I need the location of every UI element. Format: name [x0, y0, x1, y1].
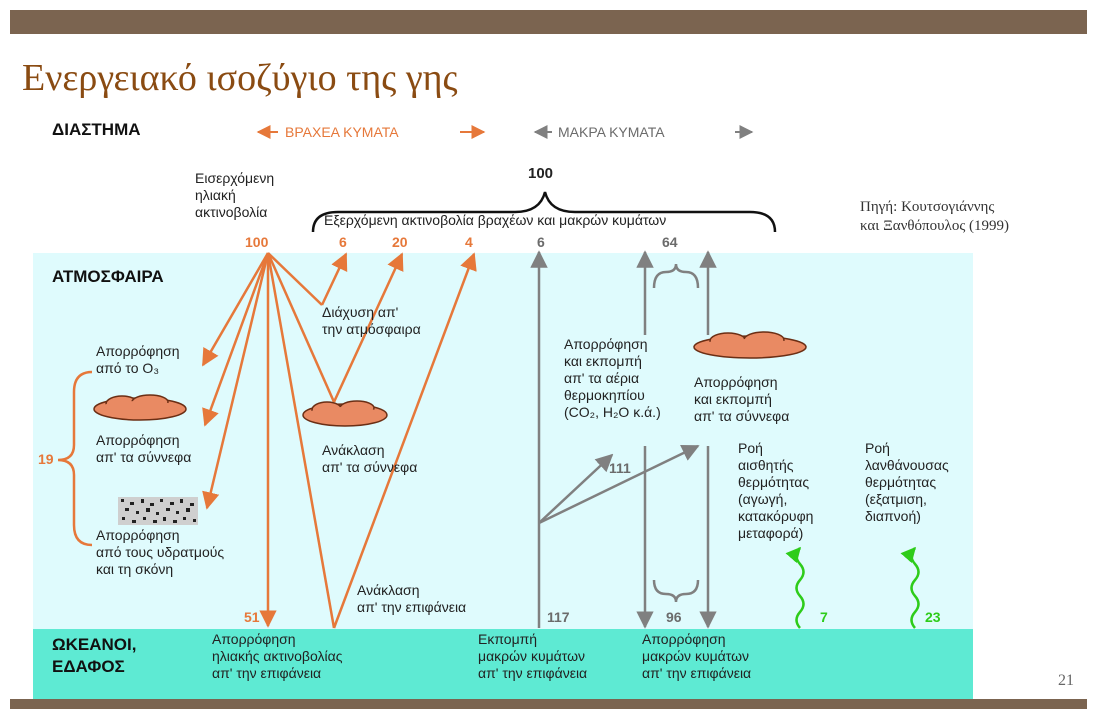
abs-long-surface-label: Απορρόφηση μακρών κυμάτων απ' την επιφάν…: [642, 631, 751, 682]
cloud-right: [694, 332, 806, 358]
legend-long-waves: ΜΑΚΡΑ ΚΥΜΑΤΑ: [558, 124, 665, 141]
dust-patch: [118, 497, 198, 525]
surface-to-clouds-arrow: [539, 446, 698, 523]
bottom-long-brace: [654, 580, 698, 602]
surface-emitted-value: 117: [547, 609, 570, 626]
surface-label: ΩΚΕΑΝΟΙ, ΕΔΑΦΟΣ: [52, 634, 136, 678]
surface-long-out-value: 6: [537, 234, 545, 251]
abs-clouds-label: Απορρόφηση απ' τα σύννεφα: [96, 432, 191, 466]
surface-to-gases-arrow: [539, 455, 612, 523]
incoming-label: Εισερχόμενη ηλιακή ακτινοβολία: [195, 170, 274, 221]
incoming-value: 100: [245, 234, 268, 251]
scatter-out-arrow: [322, 254, 346, 305]
refl-clouds-label: Ανάκλαση απ' τα σύννεφα: [322, 442, 417, 476]
scatter-out-value: 6: [339, 234, 347, 251]
latent-value: 23: [925, 609, 941, 626]
cloud-left: [94, 395, 186, 420]
outgoing-total-value: 100: [528, 165, 553, 182]
abs-o3-label: Απορρόφηση από το Ο₃: [96, 343, 180, 377]
sensible-heat-label: Ροή αισθητής θερμότητας (αγωγή, κατακόρυ…: [738, 440, 813, 542]
refl-surface-label: Ανάκλαση απ' την επιφάνεια: [357, 582, 466, 616]
cloud-middle: [303, 401, 387, 426]
abs-em-gases-label: Απορρόφηση και εκπομπή απ' τα αέρια θερμ…: [564, 336, 661, 421]
source-citation: Πηγή: Κουτσογιάννης και Ξανθόπουλος (199…: [860, 198, 1009, 236]
top-long-brace: [654, 264, 698, 288]
atm-absorbed-value: 19: [38, 451, 54, 468]
atm-long-out-value: 64: [662, 234, 678, 251]
cloud-refl-out-value: 20: [392, 234, 408, 251]
outgoing-label: Εξερχόμενη ακτινοβολία βραχέων και μακρώ…: [324, 212, 666, 229]
surface-absorbed-value: 51: [244, 609, 260, 626]
sensible-value: 7: [820, 609, 828, 626]
atmosphere-label: ΑΤΜΟΣΦΑΙΡΑ: [52, 268, 164, 285]
scatter-atm-label: Διάχυση απ' την ατμόσφαιρα: [322, 304, 421, 338]
latent-heat-arrow: [912, 548, 919, 628]
long-wave-arrows: [539, 252, 708, 628]
incoming-to-clouds-arrow: [205, 253, 268, 425]
emit-long-surface-label: Εκπομπή μακρών κυμάτων απ' την επιφάνεια: [478, 631, 587, 682]
surface-refl-out-value: 4: [465, 234, 473, 251]
atm-exchange-value: 111: [609, 460, 631, 477]
abs-em-clouds-label: Απορρόφηση και εκπομπή απ' τα σύννεφα: [694, 374, 789, 425]
abs-vapor-label: Απορρόφηση από τους υδρατμούς και τη σκό…: [96, 527, 224, 578]
bottom-bar: [10, 699, 1087, 709]
heat-flux-arrows: [797, 548, 919, 628]
page-number: 21: [1058, 672, 1074, 690]
abs-solar-surface-label: Απορρόφηση ηλιακής ακτινοβολίας απ' την …: [212, 631, 342, 682]
absorbed-atmosphere-brace: [58, 372, 92, 545]
space-label: ΔΙΑΣΤΗΜΑ: [52, 121, 141, 138]
incoming-to-vapor-arrow: [207, 253, 268, 508]
sensible-heat-arrow: [797, 548, 804, 628]
latent-heat-label: Ροή λανθάνουσας θερμότητας (εξατμιση, δι…: [865, 440, 949, 525]
back-radiation-value: 96: [666, 609, 682, 626]
incoming-to-o3-arrow: [203, 253, 268, 365]
legend-short-waves: ΒΡΑΧΕΑ ΚΥΜΑΤΑ: [285, 124, 399, 141]
